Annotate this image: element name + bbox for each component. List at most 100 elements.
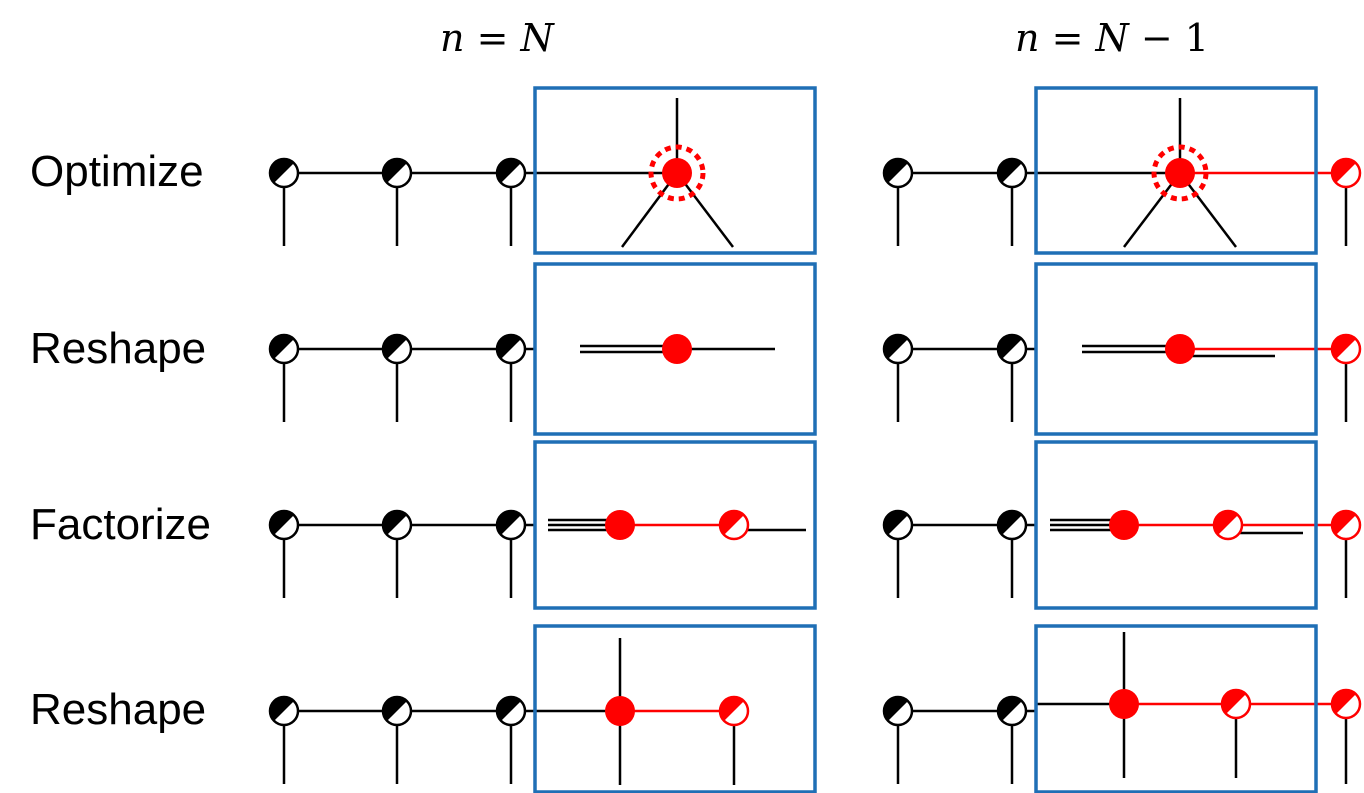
node-half bbox=[998, 511, 1022, 535]
active-box bbox=[533, 440, 817, 610]
node-half bbox=[497, 511, 521, 535]
node-outline bbox=[996, 333, 1028, 365]
node-half bbox=[884, 159, 908, 183]
node-outline bbox=[268, 695, 300, 727]
node-half bbox=[1222, 690, 1246, 714]
node-half bbox=[1332, 690, 1356, 714]
node-outline bbox=[882, 695, 914, 727]
title-rhs: N bbox=[1095, 16, 1129, 60]
left-canonical-node-icon bbox=[381, 157, 413, 189]
node-half bbox=[998, 697, 1022, 721]
right-canonical-node-icon bbox=[718, 695, 750, 727]
node-outline bbox=[1330, 333, 1362, 365]
right-canonical-node-icon bbox=[1330, 688, 1362, 720]
node-half bbox=[720, 697, 744, 721]
node-half bbox=[270, 159, 294, 183]
optimize-ring-icon bbox=[648, 144, 706, 202]
row-label-factorize: Factorize bbox=[30, 500, 211, 549]
left-canonical-node-icon bbox=[996, 509, 1028, 541]
right-canonical-node-icon bbox=[1220, 688, 1252, 720]
node-outline bbox=[495, 157, 527, 189]
bond-line bbox=[1179, 172, 1237, 248]
center-node-icon bbox=[1165, 158, 1195, 188]
center-node-icon bbox=[1109, 689, 1139, 719]
left-canonical-node-icon bbox=[495, 333, 527, 365]
node-half bbox=[383, 697, 407, 721]
left-canonical-node-icon bbox=[381, 509, 413, 541]
title-one: 1 bbox=[1184, 16, 1209, 60]
left-canonical-node-icon bbox=[495, 157, 527, 189]
node-outline bbox=[268, 509, 300, 541]
node-outline bbox=[882, 509, 914, 541]
left-canonical-node-icon bbox=[882, 333, 914, 365]
bond-line bbox=[1123, 172, 1181, 248]
left-canonical-node-icon bbox=[882, 157, 914, 189]
left-canonical-node-icon bbox=[996, 695, 1028, 727]
node-half bbox=[884, 697, 908, 721]
node-half bbox=[884, 511, 908, 535]
node-outline bbox=[718, 695, 750, 727]
node-outline bbox=[495, 695, 527, 727]
center-node-icon bbox=[1165, 334, 1195, 364]
title-minus: − bbox=[1140, 16, 1173, 60]
active-box bbox=[533, 624, 817, 793]
node-half bbox=[1332, 511, 1356, 535]
center-node-icon bbox=[605, 696, 635, 726]
title-eq: = bbox=[476, 16, 509, 60]
title-eq: = bbox=[1051, 16, 1084, 60]
left-canonical-node-icon bbox=[882, 695, 914, 727]
left-canonical-node-icon bbox=[495, 695, 527, 727]
column-title-n-equals-N: n = N bbox=[440, 16, 554, 60]
tensor-nodes bbox=[268, 144, 1362, 727]
node-outline bbox=[268, 157, 300, 189]
right-canonical-node-icon bbox=[1212, 509, 1244, 541]
node-outline bbox=[381, 695, 413, 727]
bond-line bbox=[620, 172, 679, 248]
left-canonical-node-icon bbox=[268, 509, 300, 541]
node-outline bbox=[495, 509, 527, 541]
node-outline bbox=[1212, 509, 1244, 541]
node-outline bbox=[381, 157, 413, 189]
node-half bbox=[270, 335, 294, 359]
left-canonical-node-icon bbox=[882, 509, 914, 541]
node-half bbox=[998, 159, 1022, 183]
node-half bbox=[884, 335, 908, 359]
center-node-icon bbox=[1109, 510, 1139, 540]
left-canonical-node-icon bbox=[381, 695, 413, 727]
node-outline bbox=[996, 695, 1028, 727]
bond-line bbox=[676, 172, 734, 248]
node-half bbox=[1332, 335, 1356, 359]
node-half bbox=[270, 697, 294, 721]
center-node-icon bbox=[662, 334, 692, 364]
node-outline bbox=[1330, 509, 1362, 541]
node-outline bbox=[1330, 688, 1362, 720]
title-var: n bbox=[1015, 16, 1040, 60]
node-outline bbox=[882, 157, 914, 189]
active-box bbox=[1034, 624, 1318, 793]
left-canonical-node-icon bbox=[996, 157, 1028, 189]
node-half bbox=[270, 511, 294, 535]
node-outline bbox=[268, 333, 300, 365]
node-half bbox=[1332, 159, 1356, 183]
node-half bbox=[1214, 511, 1238, 535]
center-node-icon bbox=[662, 158, 692, 188]
left-canonical-node-icon bbox=[381, 333, 413, 365]
left-canonical-node-icon bbox=[268, 333, 300, 365]
node-outline bbox=[996, 157, 1028, 189]
node-half bbox=[497, 335, 521, 359]
active-box bbox=[1034, 440, 1318, 610]
active-box bbox=[533, 86, 817, 255]
node-half bbox=[383, 159, 407, 183]
left-canonical-node-icon bbox=[268, 157, 300, 189]
title-var: n bbox=[440, 16, 465, 60]
title-rhs: N bbox=[520, 16, 554, 60]
node-outline bbox=[1330, 157, 1362, 189]
right-canonical-node-icon bbox=[1330, 157, 1362, 189]
node-half bbox=[720, 511, 744, 535]
row-label-reshape-1: Reshape bbox=[30, 324, 207, 373]
left-canonical-node-icon bbox=[495, 509, 527, 541]
left-canonical-node-icon bbox=[268, 695, 300, 727]
row-label-optimize: Optimize bbox=[30, 147, 204, 196]
left-canonical-node-icon bbox=[996, 333, 1028, 365]
